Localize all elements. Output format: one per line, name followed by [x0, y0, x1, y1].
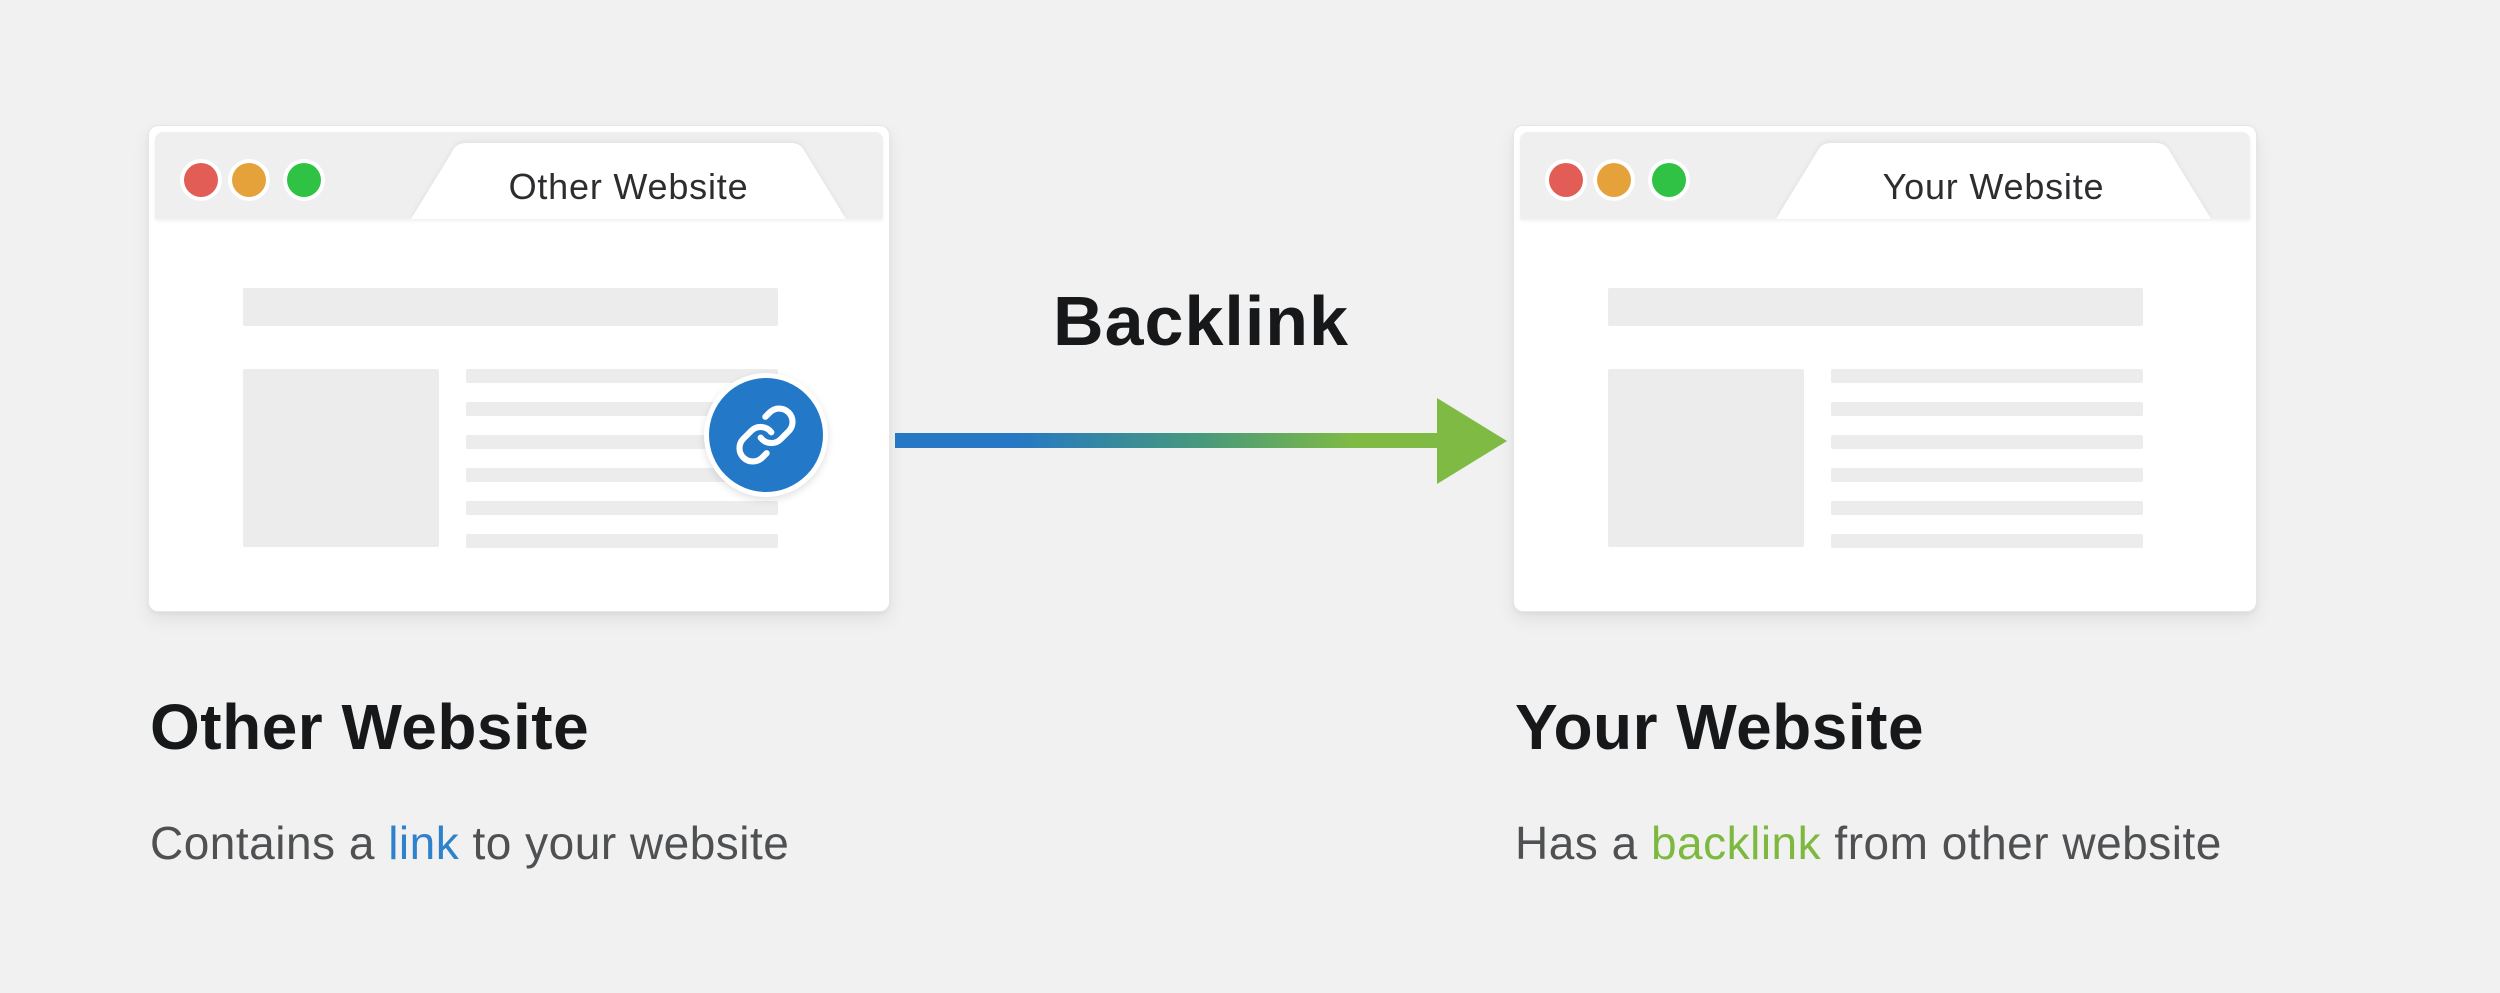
backlink-arrow-head-icon: [1437, 398, 1507, 484]
caption-text-suffix: from other website: [1821, 817, 2222, 869]
zoom-light-icon: [1652, 163, 1686, 197]
other-website-tab: Other Website: [411, 143, 846, 219]
close-light-icon: [184, 163, 218, 197]
backlink-highlight-word: backlink: [1650, 817, 1822, 869]
placeholder-text-line: [1831, 501, 2143, 515]
placeholder-text-line: [466, 468, 778, 482]
your-website-caption: Your Website Has a backlink from other w…: [1515, 690, 2415, 870]
zoom-light-icon: [287, 163, 321, 197]
tab-title: Your Website: [1882, 166, 2105, 207]
placeholder-text-line: [466, 402, 778, 416]
caption-text: Contains a link to your website: [150, 816, 1050, 870]
caption-title: Your Website: [1515, 691, 1925, 763]
caption-text-prefix: Contains a: [150, 817, 389, 869]
tab-shape: [411, 143, 846, 219]
placeholder-text-line: [466, 435, 778, 449]
tab-shape: [1776, 143, 2211, 219]
placeholder-image-block: [1608, 369, 1804, 547]
backlink-arrow-label: Backlink: [1053, 282, 1349, 360]
your-website-tab: Your Website: [1776, 143, 2211, 219]
placeholder-header-bar: [1608, 288, 2143, 326]
other-website-window: Other Website: [148, 125, 890, 612]
placeholder-text-line: [1831, 435, 2143, 449]
placeholder-text-line: [1831, 369, 2143, 383]
caption-text: Has a backlink from other website: [1515, 816, 2415, 870]
close-light-icon: [1549, 163, 1583, 197]
caption-title: Other Website: [150, 691, 590, 763]
placeholder-text-line: [1831, 534, 2143, 548]
minimize-light-icon: [1597, 163, 1631, 197]
placeholder-text-line: [466, 534, 778, 548]
your-website-window: Your Website: [1513, 125, 2257, 612]
backlink-arrow-line: [895, 433, 1443, 448]
placeholder-header-bar: [243, 288, 778, 326]
placeholder-image-block: [243, 369, 439, 547]
link-badge: [704, 373, 828, 497]
other-website-caption: Other Website Contains a link to your we…: [150, 690, 1050, 870]
caption-text-suffix: to your website: [459, 817, 790, 869]
placeholder-text-line: [466, 369, 778, 383]
placeholder-text-line: [1831, 402, 2143, 416]
chain-link-icon: [736, 405, 796, 465]
tab-title: Other Website: [508, 166, 749, 207]
caption-text-prefix: Has a: [1515, 817, 1651, 869]
placeholder-text-line: [466, 501, 778, 515]
minimize-light-icon: [232, 163, 266, 197]
placeholder-text-line: [1831, 468, 2143, 482]
link-highlight-word: link: [388, 817, 460, 869]
